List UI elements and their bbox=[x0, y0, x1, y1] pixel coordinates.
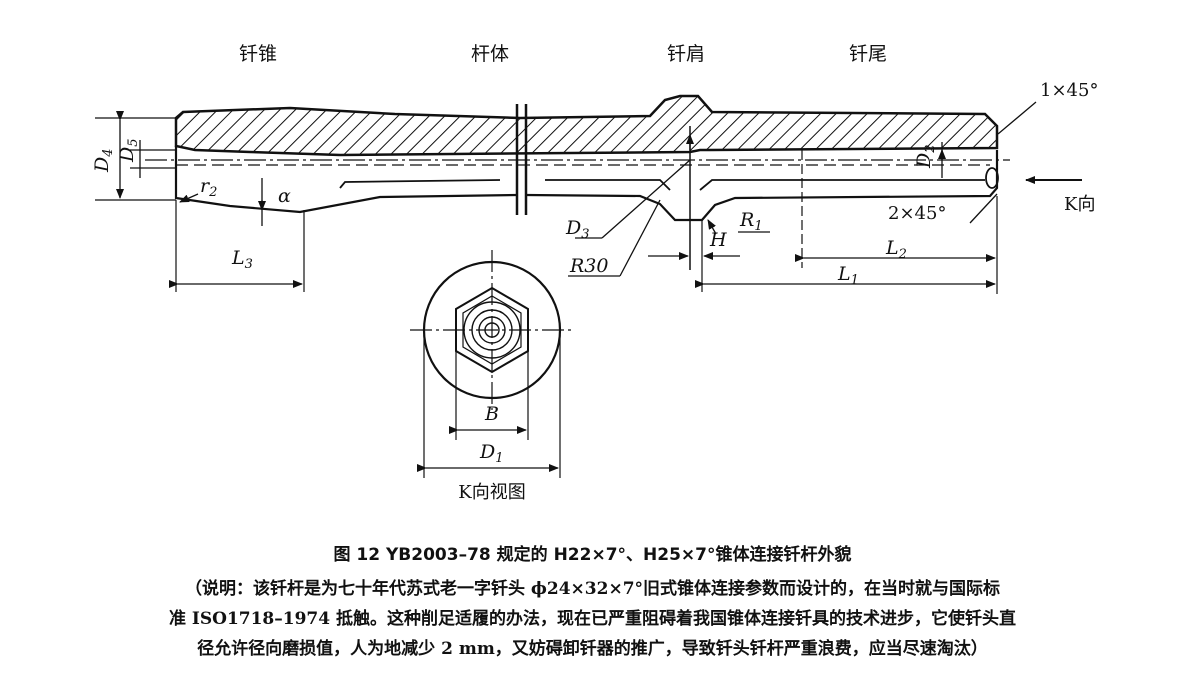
section-label-body: 杆体 bbox=[471, 43, 509, 65]
dim-label-L2: L2 bbox=[885, 237, 907, 262]
dim-label-D3: D3 bbox=[565, 217, 590, 242]
flushing-hole bbox=[985, 167, 999, 189]
section-label-shank: 钎尾 bbox=[849, 43, 887, 65]
section-label-tip: 钎锥 bbox=[239, 43, 277, 65]
dim-label-alpha: α bbox=[278, 185, 291, 207]
section-label-collar: 钎肩 bbox=[667, 43, 705, 65]
dim-label-L3: L3 bbox=[231, 247, 253, 272]
note-line-3: 径允许径向磨损值，人为地减少 2 mm，又妨碍卸钎器的推广，导致钎头钎杆严重浪费… bbox=[197, 639, 988, 659]
dim-label-R1: R1 bbox=[739, 209, 763, 234]
figure-caption: 图 12 YB2003–78 规定的 H22×7°、H25×7°锥体连接钎杆外貌 bbox=[333, 545, 852, 565]
dim-label-D4: D4 bbox=[91, 148, 116, 173]
end-view bbox=[410, 250, 575, 410]
dim-label-D1: D1 bbox=[479, 441, 504, 466]
dim-label-D2: D2 bbox=[913, 144, 938, 169]
rod-section-wall bbox=[174, 94, 999, 157]
view-arrow-label: K向 bbox=[1064, 194, 1095, 215]
dim-label-D5: D5 bbox=[116, 138, 141, 163]
dim-label-r2: r2 bbox=[200, 175, 217, 200]
note-line-1: （说明：该钎杆是为七十年代苏式老一字钎头 ϕ24×32×7°旧式锥体连接参数而设… bbox=[184, 579, 1001, 599]
chamfer-label-top: 1×45° bbox=[1040, 80, 1098, 101]
view-title: K向视图 bbox=[458, 482, 525, 503]
dim-label-L1: L1 bbox=[837, 263, 859, 288]
dim-label-H: H bbox=[709, 229, 727, 251]
dim-label-B: B bbox=[484, 403, 499, 425]
note-line-2: 准 ISO1718–1974 抵触。这种削足适履的办法，现在已严重阻碍着我国锥体… bbox=[168, 609, 1016, 629]
inner-step-line bbox=[339, 179, 985, 191]
chamfer-label-bottom: 2×45° bbox=[888, 203, 946, 224]
collar-outer-contour bbox=[525, 150, 999, 222]
dim-label-R30: R30 bbox=[569, 255, 608, 277]
